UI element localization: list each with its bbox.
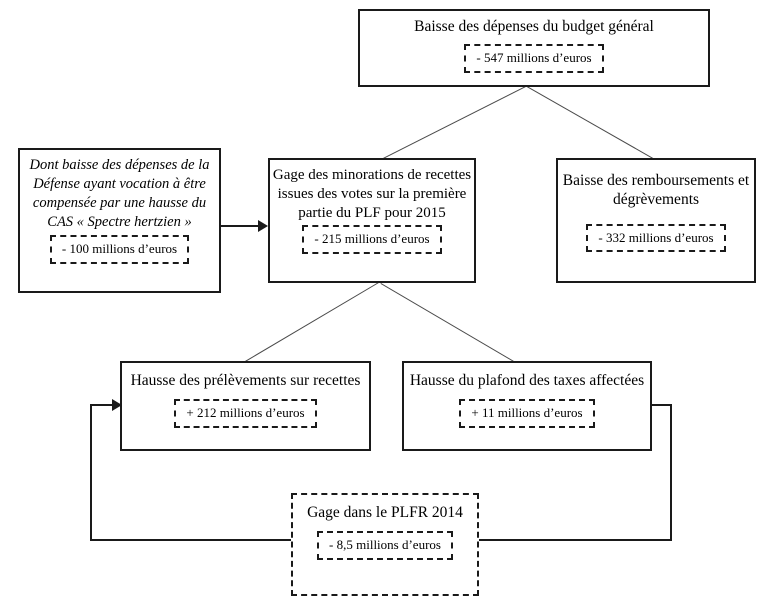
connector-budget-to-remboursements — [526, 86, 654, 160]
arrow-loop-left-head — [112, 399, 122, 411]
node-gage-minorations-plf-title: Gage des minorations de recettes issues … — [272, 167, 472, 221]
loop-left-horizontal-top — [90, 404, 122, 406]
node-hausse-prelevements-recettes-value: + 212 millions d’euros — [174, 398, 317, 428]
loop-right-vertical — [670, 404, 672, 541]
node-baisse-budget-general[interactable]: Baisse des dépenses du budget général - … — [358, 9, 710, 87]
node-baisse-remboursements-degrevements-title: Baisse des remboursements et dégrèvement… — [562, 172, 750, 208]
node-baisse-remboursements-degrevements[interactable]: Baisse des remboursements et dégrèvement… — [556, 158, 756, 283]
node-gage-minorations-plf-value: - 215 millions d’euros — [302, 225, 442, 254]
connector-defense-to-gage — [219, 225, 261, 227]
node-hausse-prelevements-recettes-title: Hausse des prélèvements sur recettes — [130, 372, 361, 389]
node-gage-minorations-plf[interactable]: Gage des minorations de recettes issues … — [268, 158, 476, 283]
connector-gage-to-plafond — [380, 283, 516, 363]
node-hausse-plafond-taxes-value: + 11 millions d’euros — [459, 398, 595, 428]
connector-gage-to-prelevements — [245, 280, 382, 362]
loop-right-horizontal-top — [642, 404, 672, 406]
connector-budget-to-gage — [383, 84, 529, 159]
arrow-defense-to-gage-head — [258, 220, 268, 232]
loop-left-horizontal-bottom — [90, 539, 291, 541]
node-hausse-prelevements-recettes[interactable]: Hausse des prélèvements sur recettes + 2… — [120, 361, 371, 451]
node-baisse-defense[interactable]: Dont baisse des dépenses de la Défense a… — [18, 148, 221, 293]
node-hausse-plafond-taxes[interactable]: Hausse du plafond des taxes affectées + … — [402, 361, 652, 451]
node-hausse-plafond-taxes-title: Hausse du plafond des taxes affectées — [409, 372, 645, 389]
node-baisse-remboursements-degrevements-value: - 332 millions d’euros — [586, 223, 726, 253]
node-baisse-budget-general-title: Baisse des dépenses du budget général — [414, 18, 654, 35]
loop-left-vertical — [90, 404, 92, 541]
node-baisse-budget-general-value: - 547 millions d’euros — [464, 43, 604, 73]
node-baisse-defense-title: Dont baisse des dépenses de la Défense a… — [29, 157, 210, 230]
node-baisse-defense-value: - 100 millions d’euros — [49, 235, 190, 264]
node-gage-plfr-2014-value: - 8,5 millions d’euros — [317, 530, 453, 560]
node-gage-plfr-2014[interactable]: Gage dans le PLFR 2014 - 8,5 millions d’… — [291, 493, 479, 596]
loop-right-horizontal-bottom — [410, 539, 672, 541]
node-gage-plfr-2014-title: Gage dans le PLFR 2014 — [307, 504, 463, 521]
